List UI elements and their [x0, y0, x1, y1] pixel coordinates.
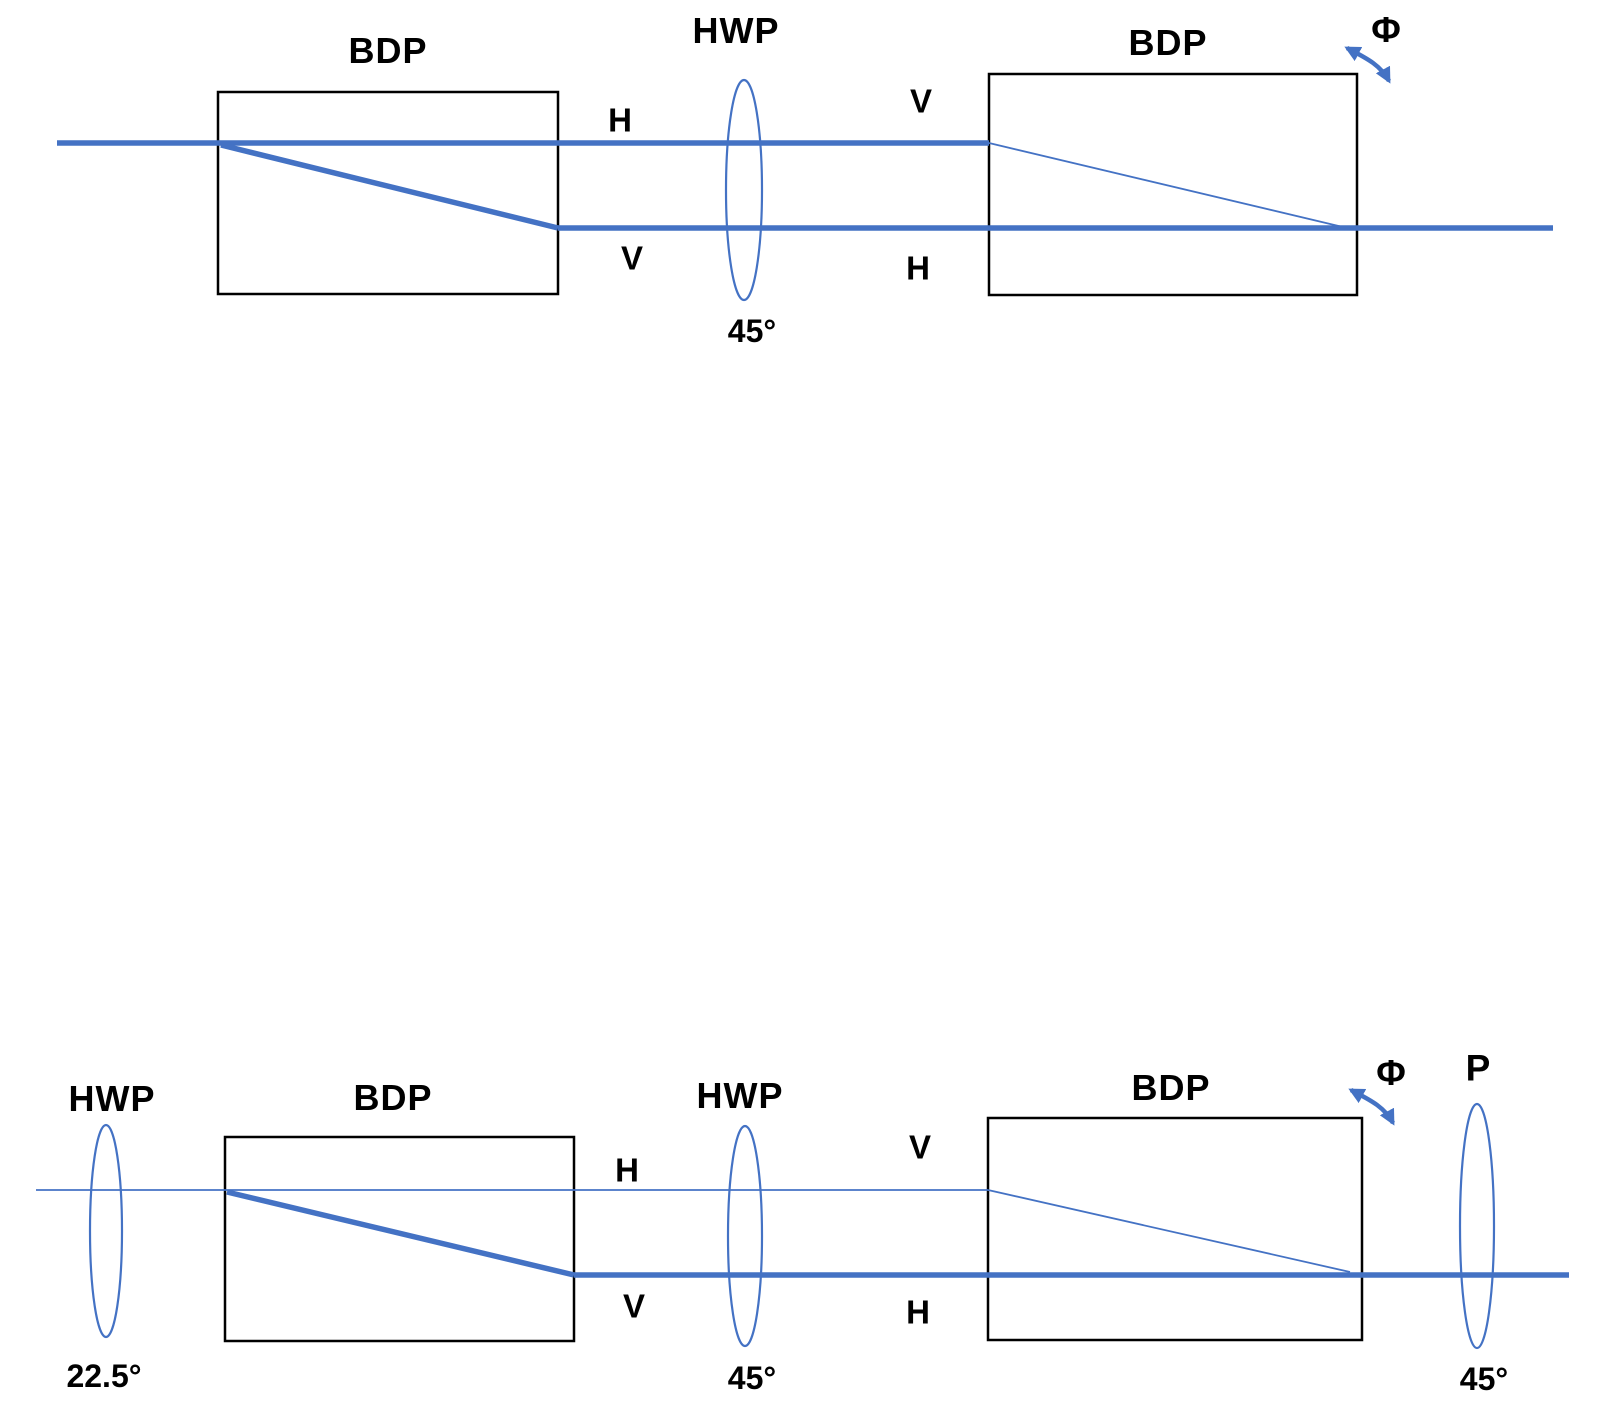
bottom-beam-diagonal-bdp2 [987, 1189, 1351, 1273]
top-hwp-angle-label: 45° [727, 313, 777, 349]
top-hwp-label: HWP [692, 10, 780, 51]
bottom-hwp1-waveplate [88, 1123, 124, 1339]
bottom-v-before-label: V [622, 1287, 646, 1325]
top-phi-rotation-arrow [1344, 46, 1391, 84]
top-phi-symbol: Φ [1371, 9, 1401, 50]
bottom-hwp2-waveplate [726, 1124, 764, 1348]
bottom-bdp2-box [986, 1116, 1364, 1342]
top-h-after-label: H [906, 249, 930, 287]
bottom-h-after-label: H [906, 1293, 930, 1331]
bottom-h-before-label: H [615, 1151, 639, 1189]
top-v-after-label: V [909, 82, 933, 120]
top-bdp2-label: BDP [1128, 22, 1208, 63]
top-bdp1-box [216, 90, 560, 296]
bottom-hwp1-label: HWP [68, 1078, 156, 1119]
bottom-phi-rotation-arrow [1348, 1088, 1395, 1126]
top-h-before-label: H [608, 101, 632, 139]
bottom-hwp2-label: HWP [696, 1075, 784, 1116]
bottom-v-after-label: V [908, 1128, 932, 1166]
bottom-bdp1-label: BDP [353, 1077, 433, 1118]
bottom-polarizer-angle-label: 45° [1459, 1361, 1509, 1397]
top-beam-diagonal-bdp1 [220, 142, 559, 231]
bottom-polarizer-label: P [1465, 1047, 1491, 1089]
bottom-phi-symbol: Φ [1376, 1052, 1406, 1093]
top-hwp-waveplate [724, 78, 764, 302]
bottom-polarizer [1458, 1102, 1496, 1350]
bottom-bdp1-box [223, 1135, 576, 1343]
top-bdp2-box [987, 72, 1359, 297]
top-v-before-label: V [620, 239, 644, 277]
top-bdp1-label: BDP [348, 30, 428, 71]
bottom-bdp2-label: BDP [1131, 1067, 1211, 1108]
bottom-hwp2-angle-label: 45° [727, 1360, 777, 1396]
top-beam-diagonal-bdp2 [988, 142, 1348, 229]
bottom-hwp1-angle-label: 22.5° [66, 1358, 142, 1394]
bottom-beam-diagonal-bdp1 [226, 1189, 575, 1278]
